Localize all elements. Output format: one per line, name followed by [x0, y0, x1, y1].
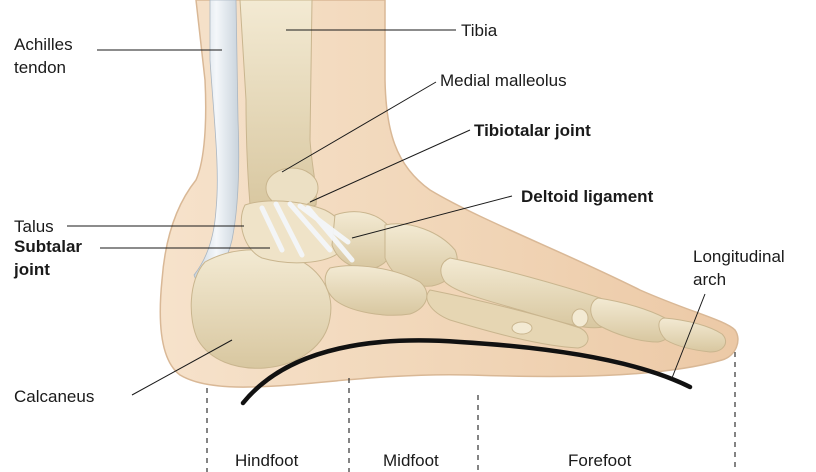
achilles-label-line1: Achilles: [14, 35, 73, 54]
calcaneus-label: Calcaneus: [14, 387, 94, 406]
longitudinal-label-line2: arch: [693, 270, 726, 289]
medial-malleolus-label: Medial malleolus: [440, 71, 567, 90]
talus-label: Talus: [14, 217, 54, 236]
subtalar-joint-label: Subtalar joint: [13, 237, 87, 279]
achilles-label-line2: tendon: [14, 58, 66, 77]
longitudinal-label-line1: Longitudinal: [693, 247, 785, 266]
longitudinal-arch-label: Longitudinal arch: [693, 247, 789, 289]
deltoid-ligament-label: Deltoid ligament: [521, 187, 654, 206]
tibia-label: Tibia: [461, 21, 498, 40]
tibiotalar-joint-label: Tibiotalar joint: [474, 121, 591, 140]
hindfoot-label: Hindfoot: [235, 451, 299, 470]
midfoot-label: Midfoot: [383, 451, 439, 470]
achilles-tendon-label: Achilles tendon: [14, 35, 77, 77]
forefoot-label: Forefoot: [568, 451, 632, 470]
subtalar-label-line1: Subtalar: [14, 237, 82, 256]
subtalar-label-line2: joint: [13, 260, 50, 279]
sesamoid-bone: [572, 309, 588, 327]
sesamoid-bone: [512, 322, 532, 334]
